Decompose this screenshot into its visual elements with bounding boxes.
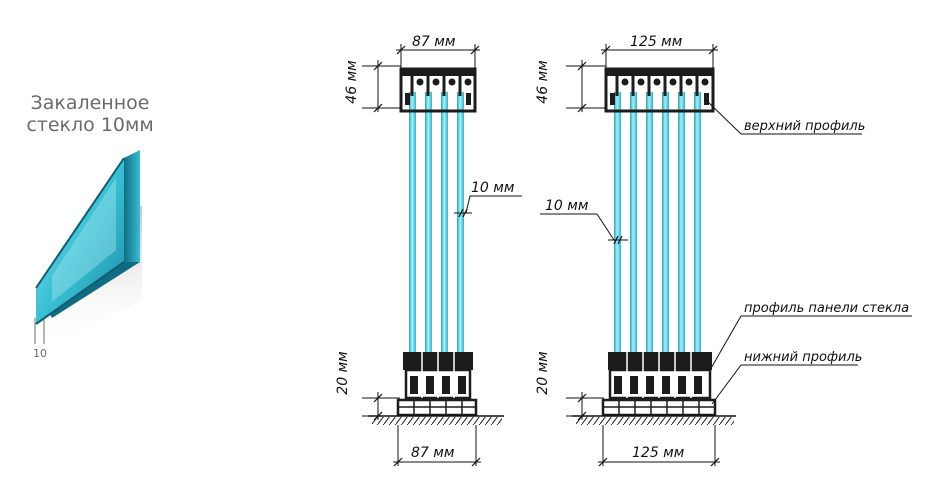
glass-caption: Закаленное стекло 10мм (20, 92, 160, 136)
glass-panel (614, 92, 621, 357)
glass-panel (441, 92, 448, 357)
left-glass-thickness-label: 10 мм (471, 180, 515, 196)
left-bottom-width-label: 87 мм (411, 445, 455, 461)
glass-panel (646, 92, 653, 357)
callout-top-profile: верхний профиль (744, 119, 865, 134)
floor-hatch (576, 417, 734, 425)
glass-panel (457, 92, 464, 357)
left-bottom-height-label: 20 мм (335, 351, 351, 395)
glass-highlight (52, 178, 116, 302)
right-glass-thickness-label: 10 мм (545, 198, 589, 214)
glass-caption-line-2: стекло 10мм (26, 114, 154, 136)
glass-caption-line-1: Закаленное (30, 92, 150, 114)
right-top-profile (604, 67, 715, 113)
glass-thickness-label: 10 (33, 347, 47, 360)
callout-glass-panel-profile: профиль панели стекла (744, 301, 909, 316)
glass-panel (662, 92, 669, 357)
glass-panel (630, 92, 637, 357)
callout-bottom-profile: нижний профиль (744, 350, 862, 365)
glass-sample-illustration: 10 (33, 150, 142, 360)
left-top-profile (399, 67, 477, 113)
glass-panel (425, 92, 432, 357)
right-glass-panel-profile (608, 352, 712, 400)
leader-line (705, 99, 742, 135)
right-top-width-label: 125 мм (630, 34, 683, 50)
right-bottom-width-label: 125 мм (632, 445, 685, 461)
right-bottom-height-label: 20 мм (535, 351, 551, 395)
right-diagram: 125 мм 46 мм 10 мм 20 мм (535, 34, 912, 467)
right-bottom-profile (601, 398, 717, 417)
left-top-height-label: 46 мм (344, 60, 360, 104)
floor-hatch (372, 417, 502, 425)
leader-line (711, 364, 742, 405)
glass-panel (409, 92, 416, 357)
left-diagram: 87 мм 46 мм 10 мм 20 мм (335, 34, 522, 467)
leader-line (709, 315, 742, 371)
glass-front-face (36, 158, 124, 324)
glass-panel (678, 92, 685, 357)
right-top-height-label: 46 мм (535, 60, 551, 104)
left-top-width-label: 87 мм (412, 34, 456, 50)
left-bottom-profile (396, 398, 478, 417)
glass-panel (694, 92, 701, 357)
left-glass-panel-profile (403, 352, 473, 400)
glass-side-edge (124, 150, 140, 262)
